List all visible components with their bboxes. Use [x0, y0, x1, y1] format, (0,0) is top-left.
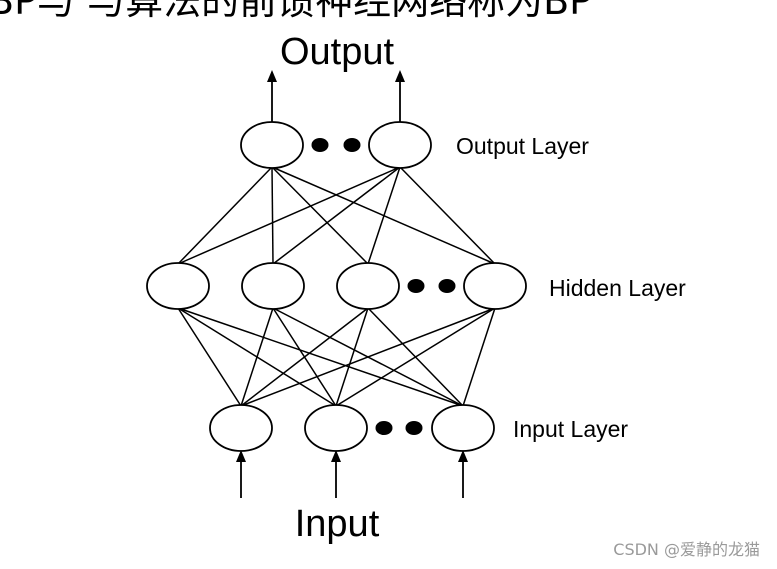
ellipsis-dot: [343, 138, 361, 152]
ellipsis-dot: [405, 421, 423, 435]
ellipsis-dot: [407, 279, 425, 293]
connection-hidden-1-output-1: [272, 166, 401, 265]
connection-hidden-3-output-1: [399, 166, 496, 265]
input-node-2: [431, 404, 495, 452]
connection-hidden-0-output-0: [177, 166, 273, 265]
ellipsis-dot: [375, 421, 393, 435]
ellipsis-dot: [311, 138, 329, 152]
connection-hidden-2-output-0: [271, 166, 369, 265]
connection-input-2-hidden-1: [272, 307, 464, 407]
hidden-node-3: [463, 262, 527, 310]
connection-input-2-hidden-2: [367, 307, 464, 407]
output-arrow-1: [395, 70, 405, 122]
connection-input-1-hidden-2: [335, 307, 369, 407]
input-node-0: [209, 404, 273, 452]
arrows-group: [236, 70, 468, 498]
output-layer-label: Output Layer: [456, 133, 589, 159]
ellipsis-dot: [438, 279, 456, 293]
output-node-1: [368, 121, 432, 169]
nodes-group: [146, 121, 527, 452]
connection-hidden-3-output-0: [271, 166, 496, 265]
ellipsis-dots-group: [311, 138, 456, 435]
connections-group: [177, 166, 496, 407]
input-layer-label: Input Layer: [513, 416, 628, 442]
connection-input-2-hidden-0: [177, 307, 464, 407]
connection-input-0-hidden-0: [177, 307, 242, 407]
input-node-1: [304, 404, 368, 452]
input-arrow-1: [331, 450, 341, 498]
connection-input-2-hidden-3: [462, 307, 496, 407]
connection-input-1-hidden-0: [177, 307, 337, 407]
hidden-node-0: [146, 262, 210, 310]
output-caption: Output: [280, 31, 395, 73]
cropped-title-text: BP与 与算法的前馈神经网络称为BP: [0, 0, 592, 23]
connection-hidden-0-output-1: [177, 166, 401, 265]
output-arrow-0: [267, 70, 277, 122]
connection-input-1-hidden-1: [272, 307, 337, 407]
hidden-node-1: [241, 262, 305, 310]
hidden-layer-label: Hidden Layer: [549, 275, 686, 301]
input-arrow-2: [458, 450, 468, 498]
connection-hidden-1-output-0: [271, 166, 274, 265]
input-arrow-0: [236, 450, 246, 498]
output-node-0: [240, 121, 304, 169]
input-caption: Input: [295, 503, 380, 545]
hidden-node-2: [336, 262, 400, 310]
watermark: CSDN @爱静的龙猫: [613, 540, 760, 559]
